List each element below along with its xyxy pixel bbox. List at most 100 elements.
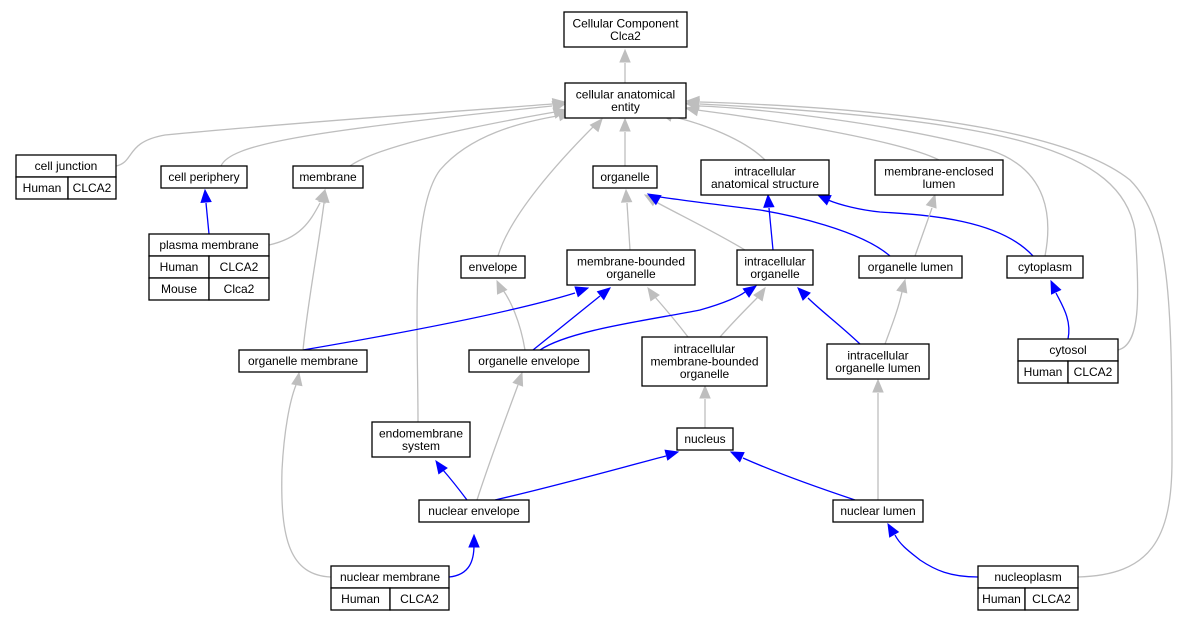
edge-organelle-envelope-to-io <box>539 285 758 351</box>
is-a-edge-line <box>497 125 595 257</box>
arrowhead-icon <box>318 188 330 203</box>
node-label: cell periphery <box>168 170 239 184</box>
node-cytoplasm[interactable]: cytoplasm <box>1006 255 1084 279</box>
arrowhead-icon <box>646 193 662 206</box>
edge-nuclear-lumen-to-iol <box>872 378 884 500</box>
edge-plasma-membrane-to-cell-periphery <box>200 188 212 235</box>
edge-mbo-to-organelle <box>620 188 633 251</box>
node-label: nuclear membrane <box>340 570 440 584</box>
is-a-edge-line <box>669 115 766 161</box>
node-organelle-membrane[interactable]: organelle membrane <box>238 349 368 373</box>
arrowhead-icon <box>896 278 908 294</box>
arrowhead-icon <box>797 287 811 301</box>
node-box <box>566 249 696 286</box>
arrowhead-icon <box>496 279 508 295</box>
arrowhead-icon <box>200 188 212 203</box>
edge-cytosol-to-cae <box>685 97 1139 351</box>
arrowhead-icon <box>664 449 680 461</box>
arrowhead-icon <box>512 371 524 387</box>
node-membrane[interactable]: membrane <box>292 165 364 189</box>
node-label: membrane-enclosed <box>884 164 993 178</box>
node-label: nucleus <box>684 432 725 446</box>
node-label: organelle membrane <box>248 354 358 368</box>
edge-nuclear-lumen-to-nucleus <box>729 451 856 501</box>
node-organelle-lumen[interactable]: organelle lumen <box>858 255 963 279</box>
gene-label: Clca2 <box>224 282 255 296</box>
gene-label: CLCA2 <box>1074 365 1113 379</box>
edge-cell-junction-to-cae <box>115 98 567 167</box>
node-label: membrane-bounded <box>650 355 758 369</box>
is-a-edge-line <box>302 202 325 351</box>
arrowhead-icon <box>742 285 758 298</box>
node-cell-periphery[interactable]: cell periphery <box>160 165 248 189</box>
is-a-edge-line <box>699 101 1173 578</box>
node-label: organelle lumen <box>868 260 953 274</box>
part-of-edge-line <box>448 544 475 578</box>
edge-nuclear-envelope-to-endomembrane <box>435 459 468 501</box>
node-box <box>858 255 963 279</box>
node-nuclear-envelope[interactable]: nuclear envelope <box>418 499 530 523</box>
arrowhead-icon <box>699 384 711 399</box>
edge-organelle-lumen-to-mel <box>914 193 937 257</box>
is-a-edge-line <box>654 296 689 338</box>
node-label: nuclear envelope <box>428 504 520 518</box>
edge-organelle-membrane-to-membrane <box>302 188 330 351</box>
part-of-edge-line <box>659 196 891 257</box>
node-box <box>564 82 687 119</box>
part-of-edge-line <box>742 457 856 501</box>
node-nuclear-lumen[interactable]: nuclear lumen <box>832 499 924 523</box>
gene-cell <box>389 587 450 611</box>
node-label: system <box>402 439 440 453</box>
is-a-edge-line <box>884 291 903 345</box>
species-label: Human <box>23 181 62 195</box>
node-box <box>736 249 814 286</box>
is-a-edge-line <box>220 105 553 167</box>
node-label: anatomical structure <box>711 177 819 191</box>
node-box <box>460 255 526 279</box>
node-organelle-envelope[interactable]: organelle envelope <box>468 349 590 373</box>
arrowhead-icon <box>620 188 633 203</box>
gene-cell <box>208 277 270 301</box>
arrowhead-icon <box>589 118 603 133</box>
arrowhead-icon <box>763 193 775 208</box>
part-of-edge-line <box>768 207 774 251</box>
is-a-edge-line <box>699 103 1139 351</box>
edge-iol-to-io <box>797 287 861 345</box>
node-label: lumen <box>923 177 956 191</box>
node-label: organelle <box>750 267 800 281</box>
arrowhead-icon <box>887 522 900 538</box>
edge-mel-to-cae <box>684 104 940 161</box>
arrowhead-icon <box>619 117 631 132</box>
gene-label: CLCA2 <box>400 592 439 606</box>
arrowhead-icon <box>574 286 590 298</box>
node-label: organelle lumen <box>835 361 920 375</box>
edge-organelle-envelope-to-envelope <box>496 279 526 351</box>
edge-organelle-envelope-to-mbo <box>532 287 612 351</box>
edge-iol-to-organelle-lumen <box>884 278 908 345</box>
node-envelope[interactable]: envelope <box>460 255 526 279</box>
node-nucleus[interactable]: nucleus <box>676 427 734 451</box>
node-box <box>832 499 924 523</box>
is-a-edge-line <box>115 103 553 167</box>
is-a-edge-line <box>349 111 556 167</box>
node-organelle[interactable]: organelle <box>592 165 658 189</box>
node-label: entity <box>611 100 640 114</box>
species-label: Human <box>982 592 1021 606</box>
